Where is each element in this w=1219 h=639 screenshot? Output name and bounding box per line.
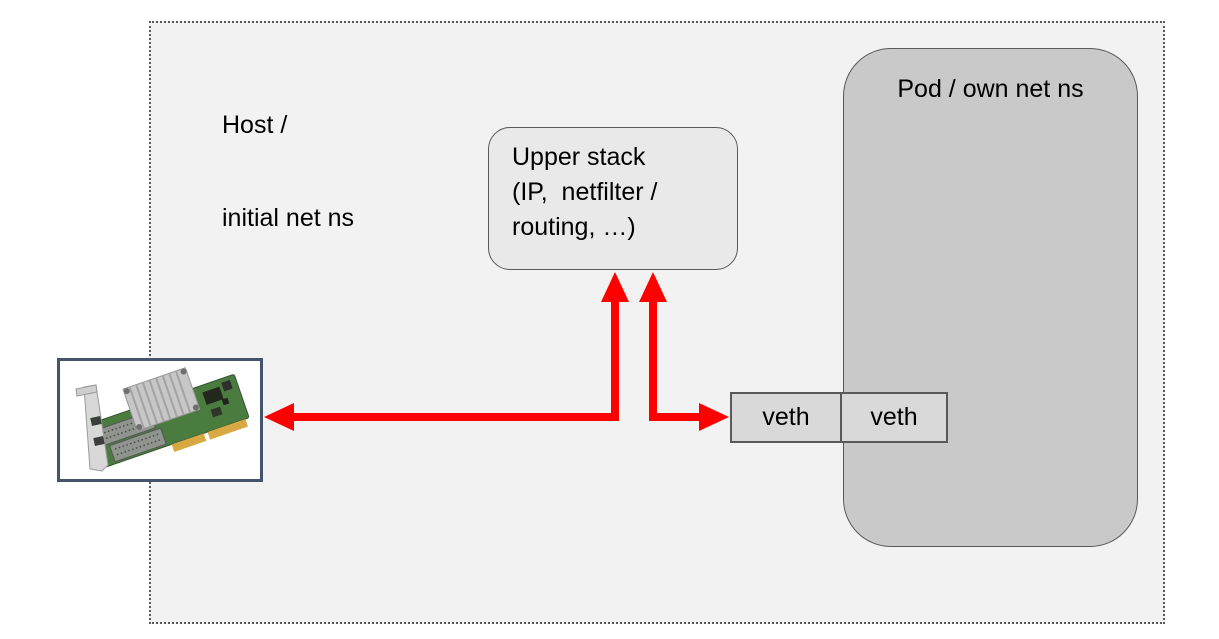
pod-netns-label: Pod / own net ns [897, 75, 1084, 103]
upper-stack-line2: (IP, netfilter / [512, 178, 658, 206]
veth-host-box: veth [730, 392, 842, 443]
nic-photo-icon [75, 367, 250, 472]
upper-stack-line1: Upper stack [512, 143, 646, 171]
pod-netns-container: Pod / own net ns [843, 48, 1138, 547]
veth-pod-box: veth [840, 392, 948, 443]
host-label-line1: Host / [222, 111, 288, 139]
upper-stack-box: Upper stack (IP, netfilter / routing, …) [488, 127, 738, 270]
host-label-line2: initial net ns [222, 204, 355, 232]
upper-stack-line3: routing, …) [512, 213, 636, 241]
nic-image-frame [57, 358, 263, 482]
host-netns-label: Host / initial net ns [222, 48, 354, 296]
